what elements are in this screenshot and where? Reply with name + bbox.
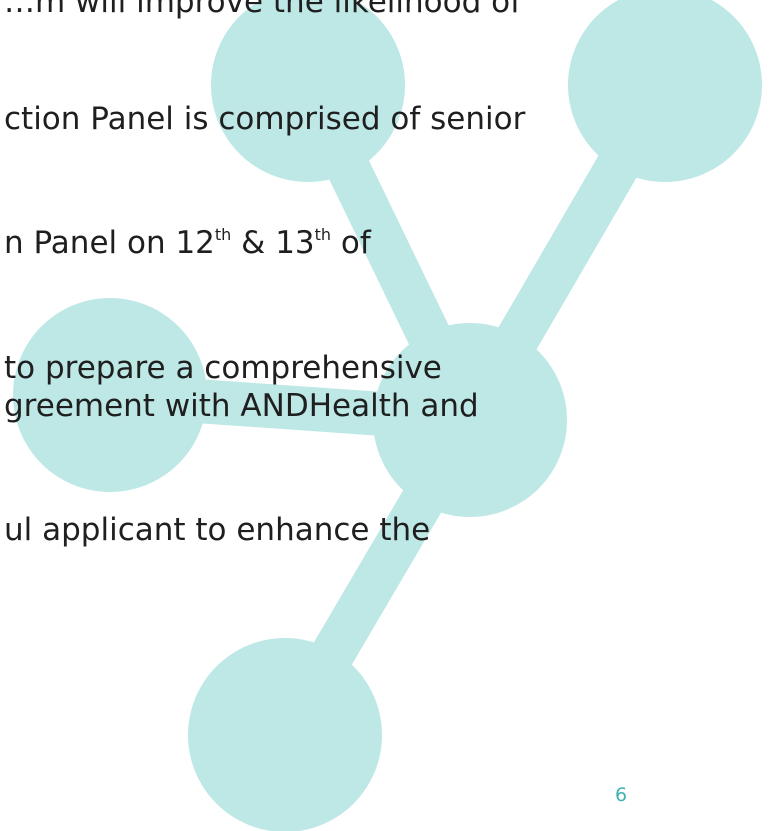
bullet-line-4: to prepare a comprehensive xyxy=(4,350,442,386)
page-number: 6 xyxy=(615,784,628,806)
bullet-text: ul applicant to enhance the xyxy=(4,512,431,548)
bullet-text-prefix: n Panel on 12 xyxy=(4,225,215,261)
molecule-node xyxy=(13,298,207,492)
bullet-text: ction Panel is comprised of senior xyxy=(4,101,526,137)
molecule-node xyxy=(373,323,567,517)
bullet-text: greement with ANDHealth and xyxy=(4,388,479,424)
bullet-text: …m will improve the likelihood of xyxy=(4,0,521,20)
bullet-line-3: n Panel on 12th & 13th of xyxy=(4,225,371,261)
bullet-line-6: ul applicant to enhance the xyxy=(4,512,430,548)
molecule-node xyxy=(568,0,762,182)
bullet-line-2: ction Panel is comprised of senior xyxy=(4,101,525,137)
bullet-line-5: greement with ANDHealth and xyxy=(4,388,479,424)
bullet-text-middle: & 13 xyxy=(231,225,315,261)
superscript-ordinal: th xyxy=(314,224,332,244)
superscript-ordinal: th xyxy=(214,224,232,244)
bullet-text-suffix: of xyxy=(331,225,371,261)
molecule-node xyxy=(211,0,405,182)
bullet-text: to prepare a comprehensive xyxy=(4,350,442,386)
bullet-line-1: …m will improve the likelihood of xyxy=(4,0,521,20)
molecule-node xyxy=(188,638,382,831)
